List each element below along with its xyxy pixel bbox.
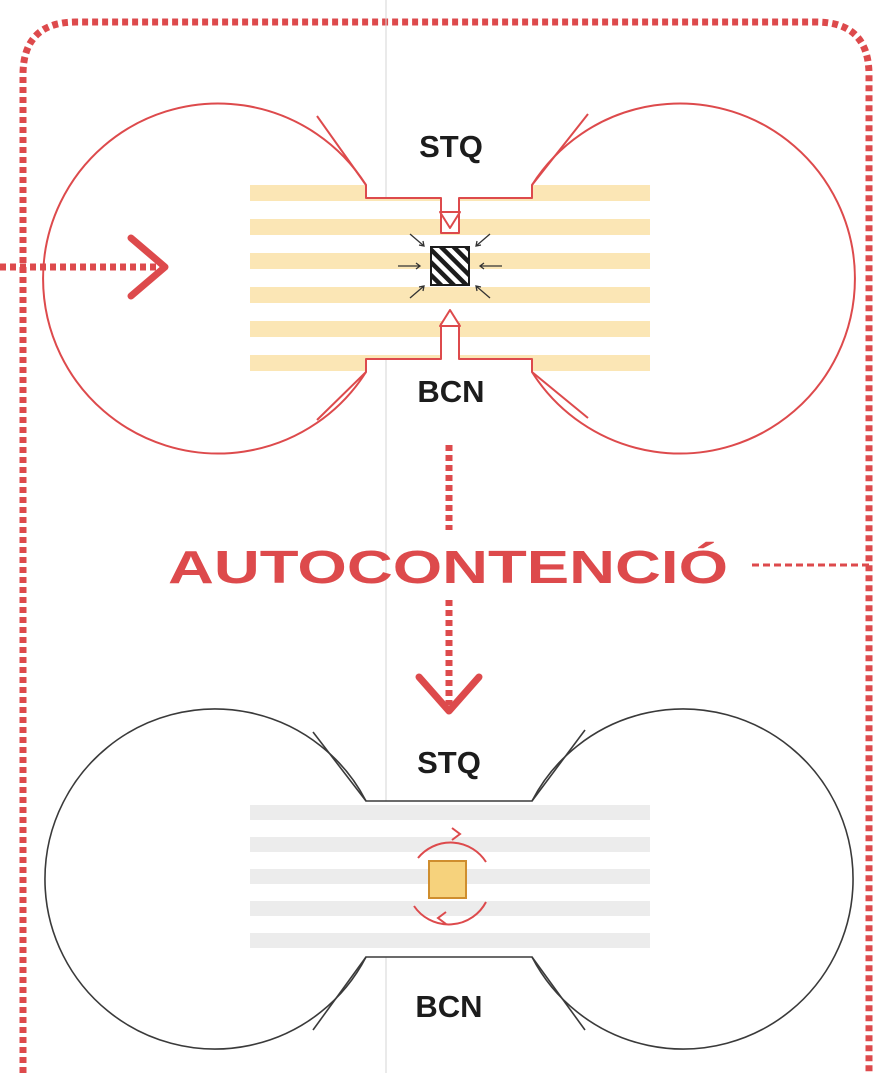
compression-arrows-icon: [398, 233, 502, 299]
headline-autocontencio: AUTOCONTENCIÓ: [168, 541, 728, 593]
top-label-stq: STQ: [419, 129, 483, 164]
down-connector-arrow-icon: [415, 445, 483, 715]
local-square-icon: [428, 860, 467, 899]
arrow-up-icon: [439, 309, 461, 327]
bottom-diagram: STQ BCN: [44, 708, 854, 1050]
incoming-arrow-icon: [0, 234, 169, 300]
outer-loop-frame: [19, 18, 873, 1073]
top-label-bcn: BCN: [417, 374, 484, 409]
bottom-label-bcn: BCN: [415, 989, 482, 1024]
bottom-label-stq: STQ: [417, 745, 481, 780]
top-diagram: STQ BCN: [42, 102, 856, 455]
hatched-square-icon: [430, 246, 470, 286]
circular-arrows-icon: [413, 827, 487, 926]
arrow-down-icon: [439, 211, 461, 229]
